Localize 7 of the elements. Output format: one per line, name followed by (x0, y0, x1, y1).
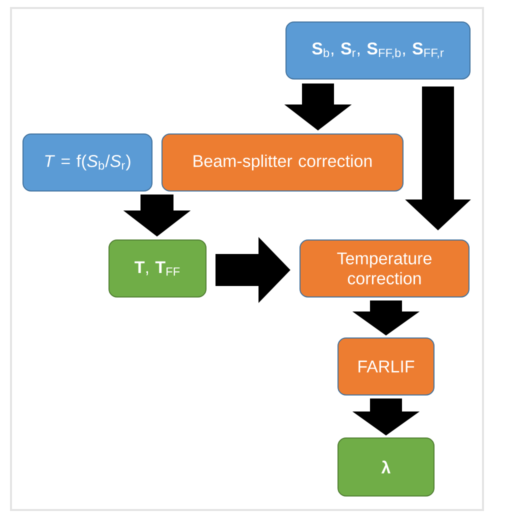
process-box: Temperature correction (300, 240, 470, 298)
process-box: T, T$_{FF}$ (108, 240, 206, 298)
process-box: λ (338, 438, 434, 496)
process-box: S$_{b}$, S$_{r}$, S$_{FF,b}$, S$_{FF,r}$ (286, 22, 470, 80)
process-box: T = f(S$_{b}$/S$_{r}$) (22, 134, 152, 192)
process-box: Beam-splitter correction (162, 134, 404, 192)
process-box: FARLIF (338, 338, 434, 396)
